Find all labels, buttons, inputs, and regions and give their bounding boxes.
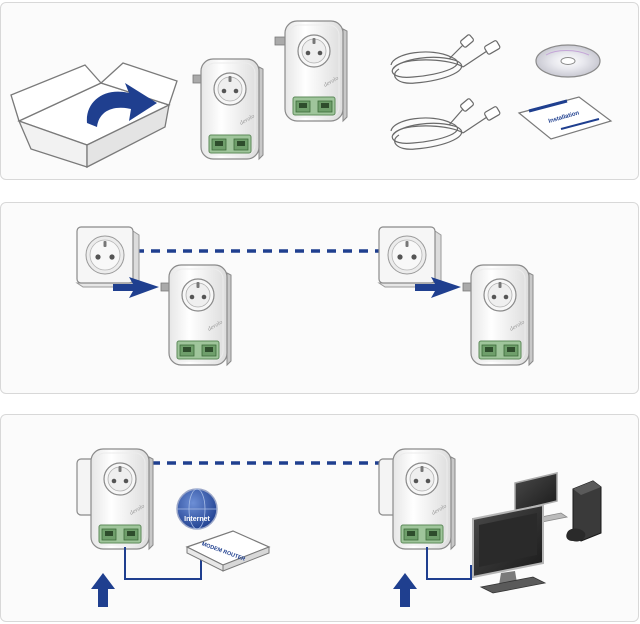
cd-icon xyxy=(535,44,601,78)
internet-label: Internet xyxy=(184,516,210,523)
plug-in-panel xyxy=(0,202,639,394)
box-icon xyxy=(10,62,178,169)
globe-icon: Internet xyxy=(176,488,218,530)
arrow-right-icon xyxy=(415,277,461,298)
plug-in-illustration xyxy=(76,226,534,366)
package-contents-illustration: Installation xyxy=(10,20,613,169)
powerline-adapter-icon xyxy=(392,448,456,550)
powerline-adapter-icon xyxy=(462,264,534,366)
network-cable-icon xyxy=(390,34,501,84)
network-cable-icon xyxy=(390,98,501,150)
router-cable xyxy=(124,547,202,580)
arrow-right-icon xyxy=(113,277,159,298)
router-icon: MODEM ROUTER xyxy=(185,530,271,572)
device-cable xyxy=(426,547,472,580)
powerline-adapter-icon xyxy=(90,448,154,550)
manual-icon: Installation xyxy=(517,96,613,140)
package-contents-panel: Installation xyxy=(0,2,639,180)
monitor-icon xyxy=(472,503,547,594)
game-console-icon xyxy=(566,480,602,542)
arrow-up-icon xyxy=(91,573,115,607)
powerline-adapter-icon xyxy=(274,20,348,122)
connect-devices-illustration: Internet MODEM ROUTER xyxy=(76,448,602,607)
connect-devices-panel: Internet MODEM ROUTER xyxy=(0,414,639,622)
powerline-adapter-icon xyxy=(192,58,264,160)
powerline-adapter-icon xyxy=(160,264,232,366)
arrow-up-icon xyxy=(393,573,417,607)
